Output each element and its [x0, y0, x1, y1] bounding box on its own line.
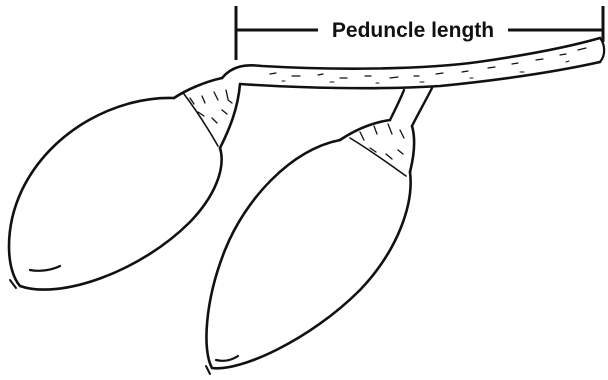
fruit-left	[9, 78, 240, 290]
peduncle-length-bracket: Peduncle length	[236, 6, 603, 60]
pedicel-right	[390, 88, 432, 126]
peduncle-length-label: Peduncle length	[332, 19, 494, 42]
fruit-right	[206, 120, 414, 374]
peduncle	[222, 38, 604, 88]
